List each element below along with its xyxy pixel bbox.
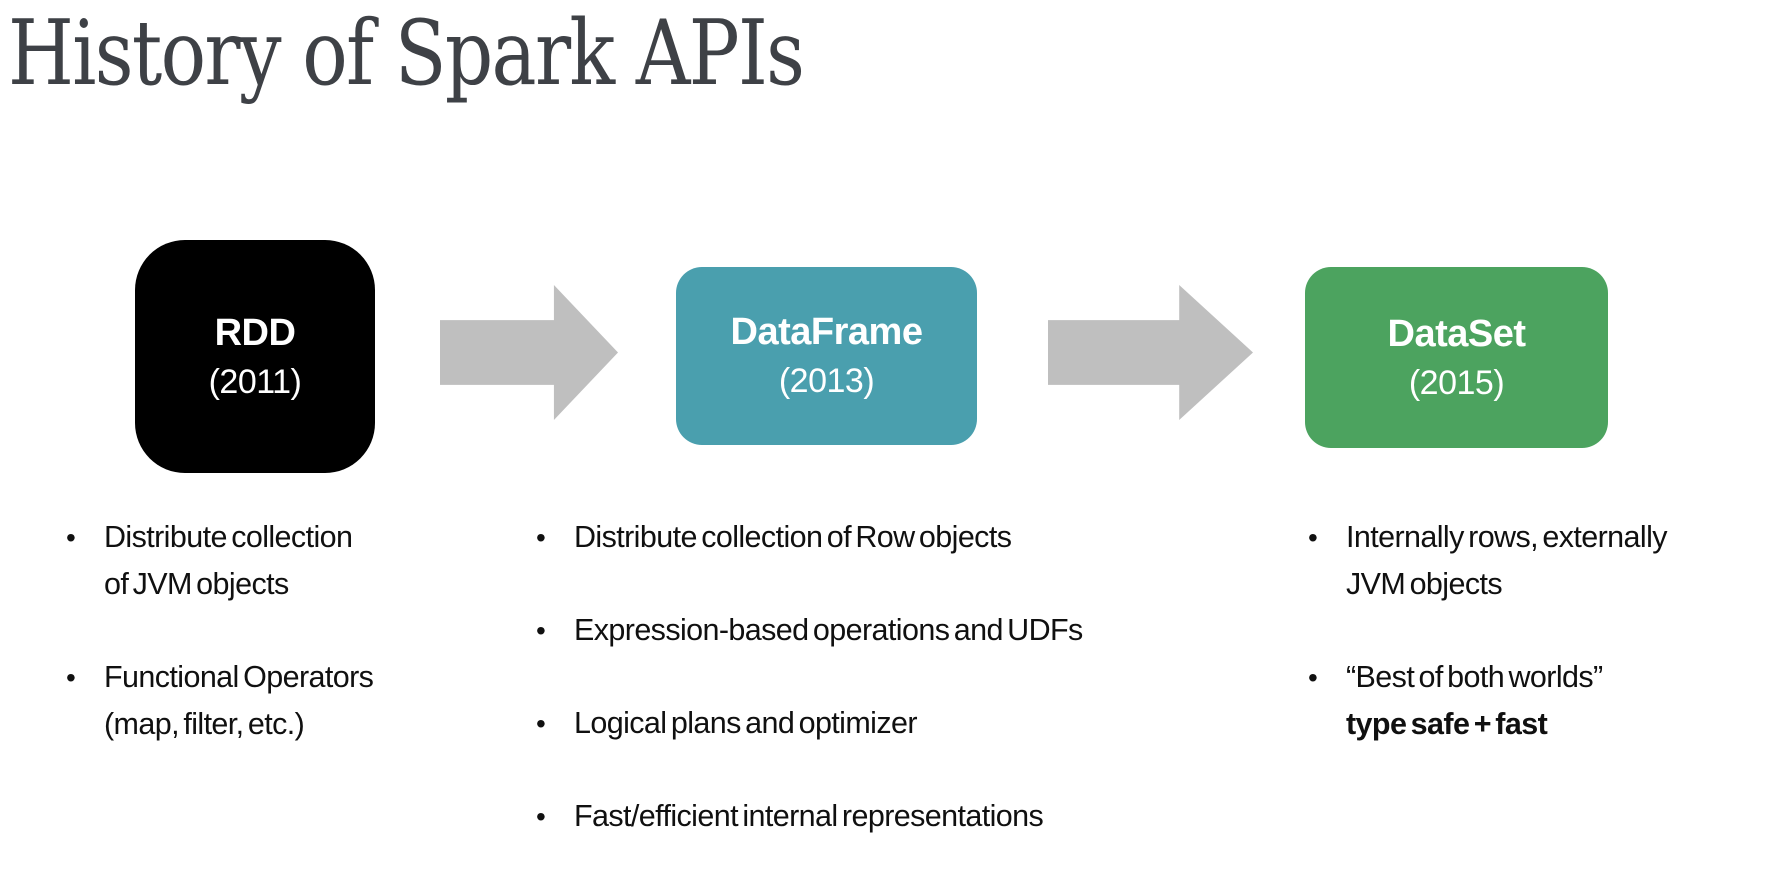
bullet-line: (map, filter, etc.): [104, 707, 305, 741]
bullet-text: Distribute collection of JVM objects: [104, 514, 456, 608]
bullet-line: Logical plans and optimizer: [574, 706, 918, 740]
bullet-item: • “Best of both worlds” type safe + fast: [1308, 654, 1769, 748]
bullet-marker: •: [536, 522, 546, 553]
box-name-label: RDD: [214, 311, 296, 354]
bullet-text: Expression-based operations and UDFs: [574, 607, 1116, 654]
box-year-label: (2015): [1408, 363, 1505, 402]
api-box-dataset: DataSet (2015): [1305, 267, 1608, 448]
page-title: History of Spark APIs: [8, 1, 805, 106]
bullet-line: JVM objects: [1346, 567, 1503, 601]
bullet-item: • Functional Operators (map, filter, etc.…: [66, 654, 456, 748]
bullet-line: Fast/efficient internal representations: [574, 799, 1044, 833]
bullet-marker: •: [536, 708, 546, 739]
bullet-list: • Distribute collection of Row objects •…: [536, 514, 1116, 840]
bullet-text: Logical plans and optimizer: [574, 700, 1116, 747]
box-name-label: DataSet: [1387, 312, 1527, 355]
bullet-line: Expression-based operations and UDFs: [574, 613, 1083, 647]
api-box-dataframe: DataFrame (2013): [676, 267, 977, 445]
bullet-item: • Logical plans and optimizer: [536, 700, 1116, 747]
bullet-column-dataframe: • Distribute collection of Row objects •…: [536, 514, 1116, 886]
bullet-marker: •: [66, 522, 76, 553]
bullet-item: • Expression-based operations and UDFs: [536, 607, 1116, 654]
box-name-label: DataFrame: [730, 311, 923, 353]
arrow-right-icon: [1048, 285, 1253, 420]
bullet-item: • Distribute collection of JVM objects: [66, 514, 456, 608]
bullet-line: Distribute collection: [104, 520, 353, 554]
box-year-label: (2013): [778, 362, 875, 400]
bullet-line: type safe + fast: [1346, 707, 1548, 741]
bullet-text: Functional Operators (map, filter, etc.): [104, 654, 456, 748]
bullet-text: Fast/efficient internal representations: [574, 793, 1116, 840]
bullet-text: “Best of both worlds” type safe + fast: [1346, 654, 1769, 748]
box-year-label: (2011): [208, 362, 302, 401]
bullet-line: Distribute collection of Row objects: [574, 520, 1012, 554]
bullet-line: Internally rows, externally: [1346, 520, 1668, 554]
bullet-text: Distribute collection of Row objects: [574, 514, 1116, 561]
bullet-marker: •: [1308, 522, 1318, 553]
arrow-right-icon: [440, 285, 618, 420]
bullet-marker: •: [536, 615, 546, 646]
api-box-rdd: RDD (2011): [135, 240, 375, 473]
bullet-item: • Fast/efficient internal representation…: [536, 793, 1116, 840]
bullet-column-rdd: • Distribute collection of JVM objects • …: [66, 514, 456, 794]
bullet-item: • Distribute collection of Row objects: [536, 514, 1116, 561]
bullet-line: “Best of both worlds”: [1346, 660, 1603, 694]
bullet-marker: •: [536, 801, 546, 832]
bullet-marker: •: [1308, 662, 1318, 693]
bullet-list: • Distribute collection of JVM objects • …: [66, 514, 456, 748]
bullet-line: Functional Operators: [104, 660, 374, 694]
bullet-marker: •: [66, 662, 76, 693]
bullet-line: of JVM objects: [104, 567, 289, 601]
